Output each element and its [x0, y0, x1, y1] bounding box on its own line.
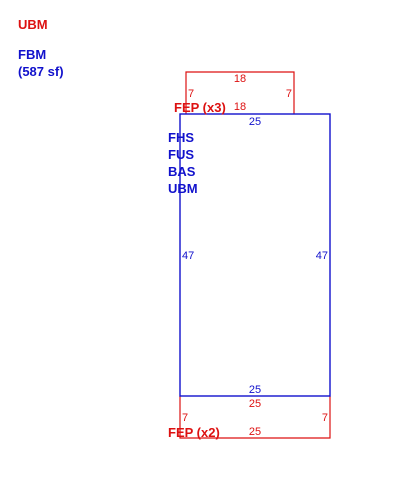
- main-room-label: UBM: [168, 181, 198, 196]
- main-room-dim-right: 47: [316, 250, 328, 262]
- main-room-outline: [179, 113, 331, 397]
- bottom-porch-dim-left: 7: [182, 412, 188, 424]
- bottom-porch-outline: [179, 396, 331, 439]
- top-porch-dim-bottom: 18: [234, 101, 246, 113]
- main-room-dim-bottom: 25: [249, 384, 261, 396]
- top-porch-dim-right: 7: [286, 88, 292, 100]
- bottom-porch-dim-right: 7: [322, 412, 328, 424]
- bottom-porch-label: FEP (x2): [168, 425, 220, 440]
- bottom-porch-dim-bottom: 25: [249, 426, 261, 438]
- legend-ubm: UBM: [18, 17, 48, 32]
- top-porch-dim-left: 7: [188, 88, 194, 100]
- main-room-label: BAS: [168, 164, 196, 179]
- bottom-porch-dim-top: 25: [249, 398, 261, 410]
- main-room-label: FHS: [168, 130, 194, 145]
- main-room-label: FUS: [168, 147, 194, 162]
- top-porch-dim-top: 18: [234, 73, 246, 85]
- legend-fbm: FBM: [18, 47, 46, 62]
- top-porch-label: FEP (x3): [174, 100, 226, 115]
- main-room-dim-left: 47: [182, 250, 194, 262]
- main-room-dim-top: 25: [249, 116, 261, 128]
- top-porch-outline: [185, 71, 295, 114]
- legend-fbm-area: (587 sf): [18, 64, 64, 79]
